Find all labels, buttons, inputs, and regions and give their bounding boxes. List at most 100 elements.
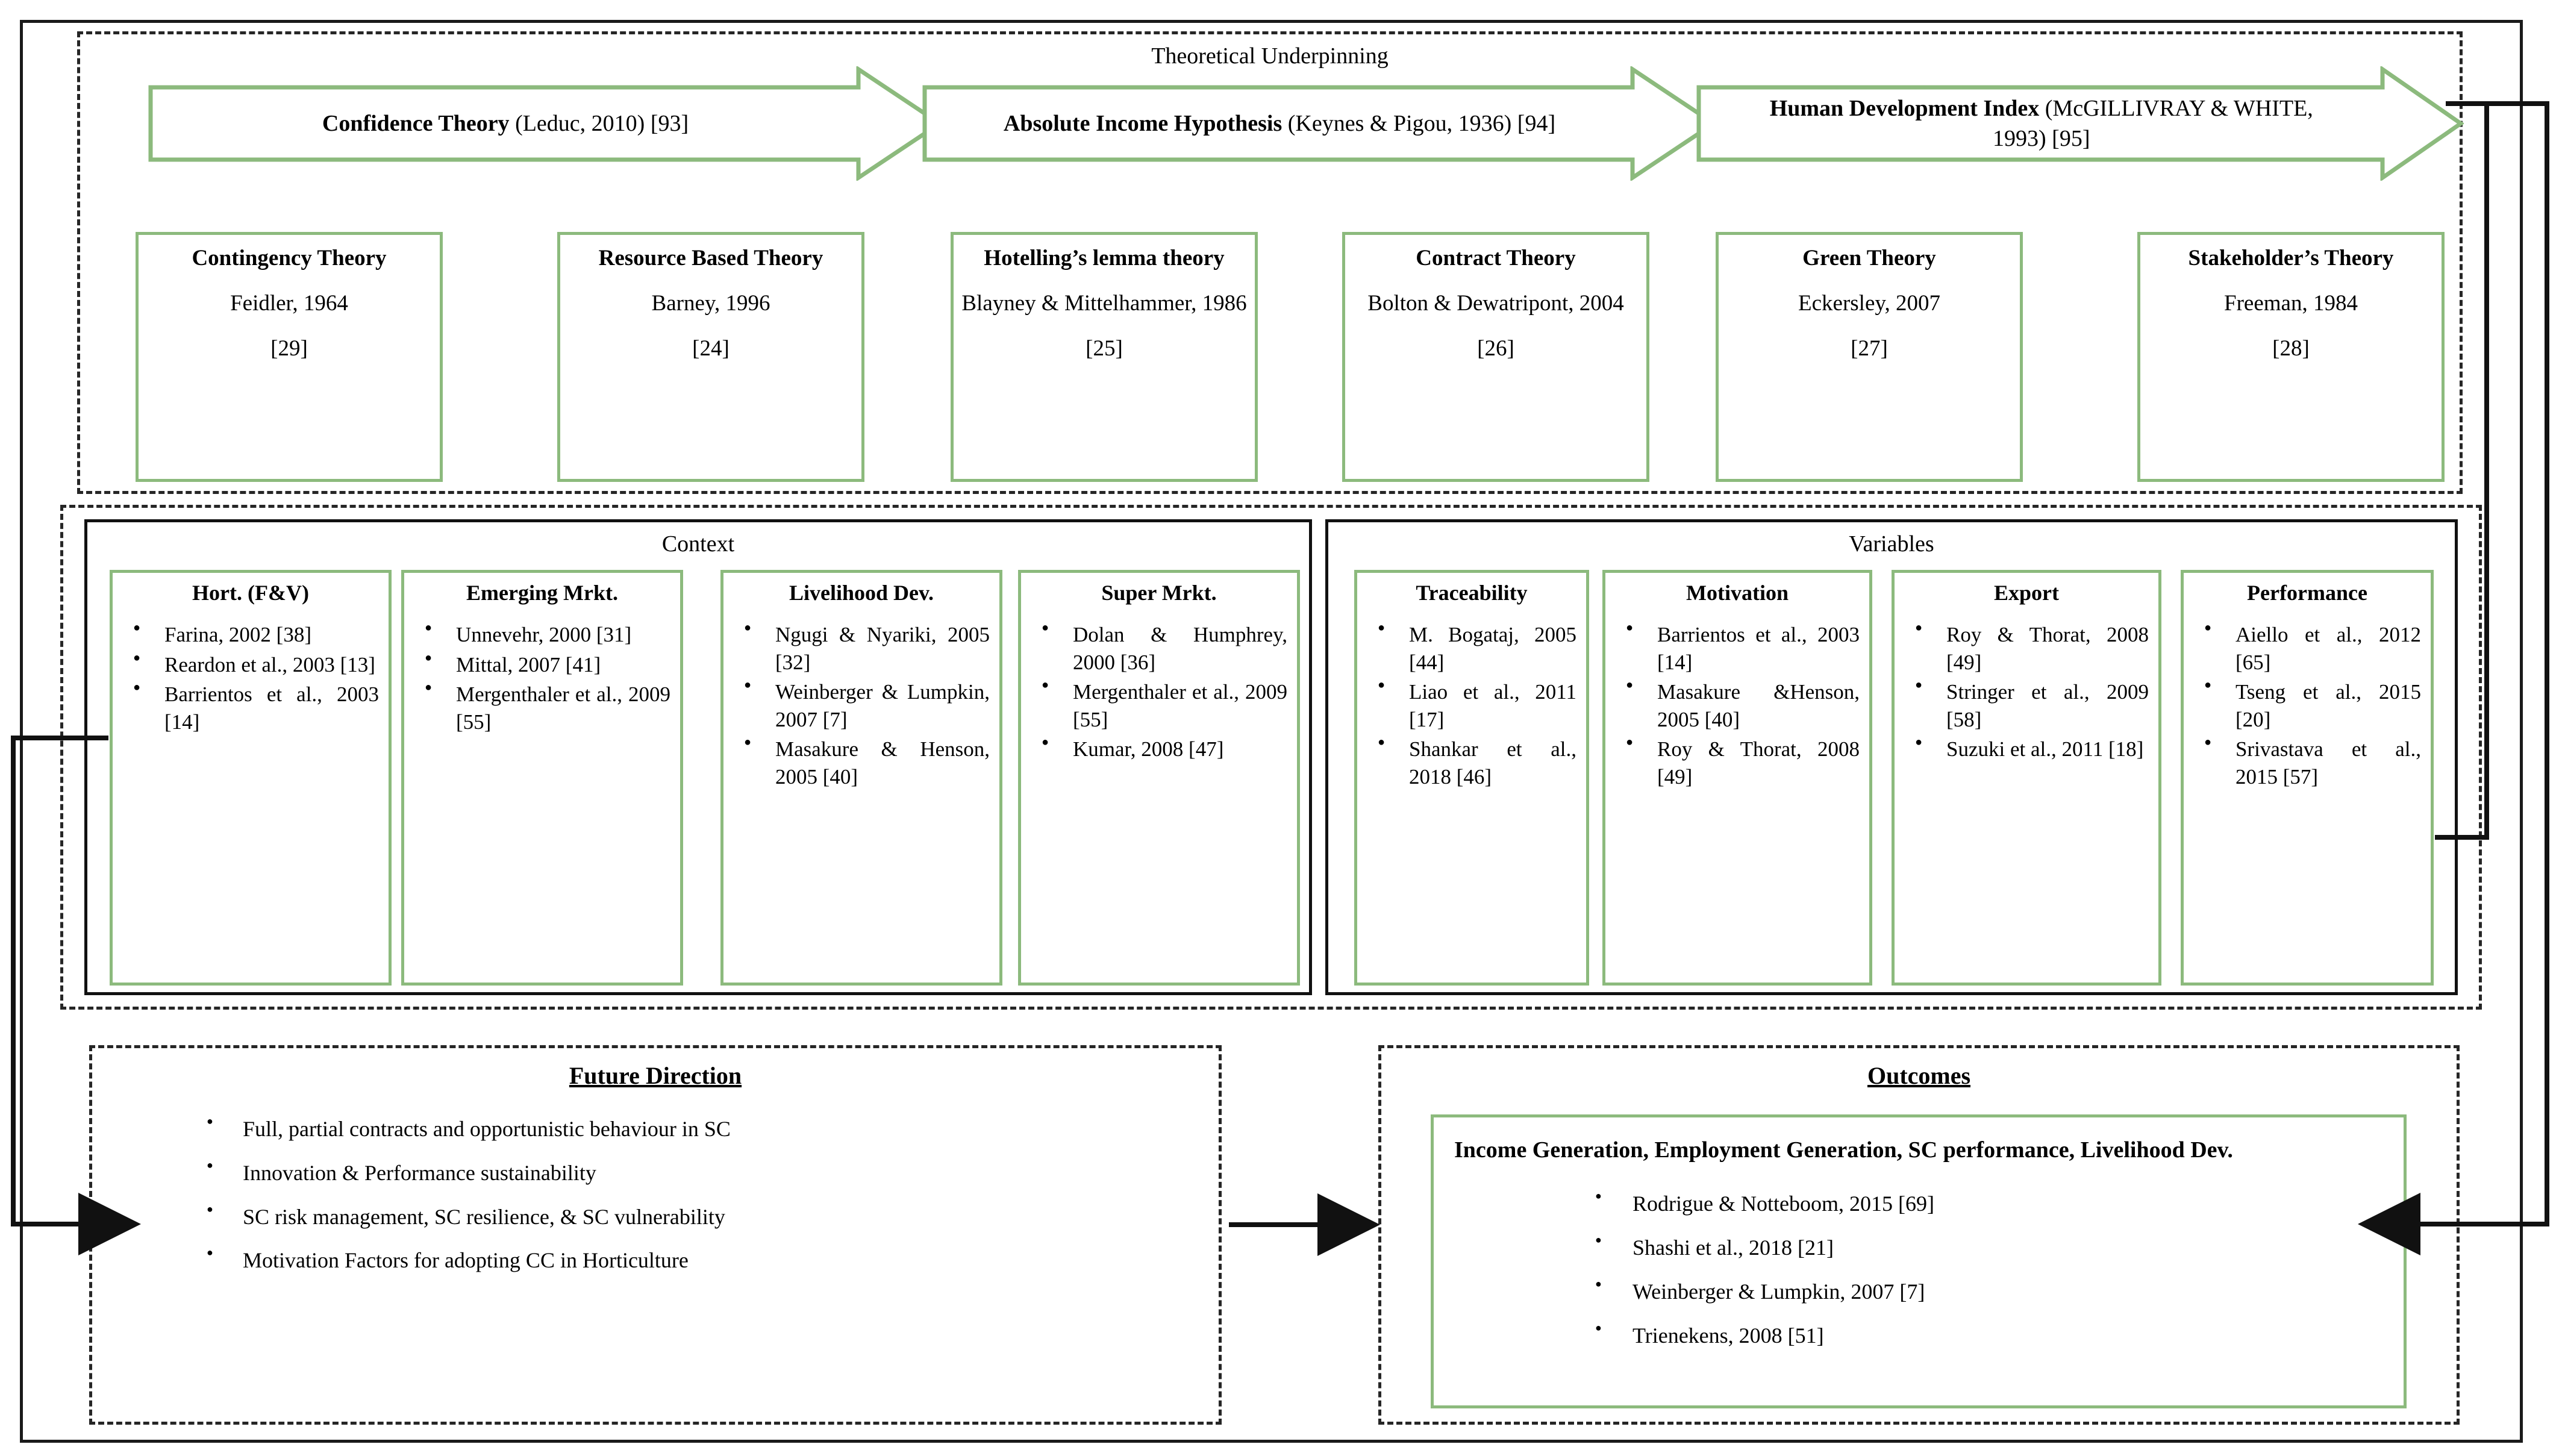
- future-direction-list: Full, partial contracts and opportunisti…: [92, 1114, 1219, 1275]
- list-item: Suzuki et al., 2011 [18]: [1915, 734, 2149, 763]
- theory-title: Resource Based Theory: [598, 246, 823, 270]
- list-item: Shankar et al., 2018 [46]: [1378, 734, 1576, 790]
- outcomes-card: Income Generation, Employment Generation…: [1431, 1114, 2407, 1408]
- chevron-label-bold: Absolute Income Hypothesis: [1003, 110, 1283, 136]
- list-item: M. Bogataj, 2005 [44]: [1378, 620, 1576, 676]
- theory-card-body: Contingency Theory Feidler, 1964 [29]: [139, 235, 440, 364]
- theory-author: Feidler, 1964: [230, 291, 348, 316]
- chevron-label-rest: (Keynes & Pigou, 1936) [94]: [1282, 110, 1556, 136]
- list-item: Rodrigue & Notteboom, 2015 [69]: [1595, 1189, 2385, 1218]
- chevron-label-bold: Confidence Theory: [322, 110, 510, 136]
- list-item: Innovation & Performance sustainability: [207, 1158, 1201, 1187]
- theory-ref: [24]: [692, 336, 730, 361]
- theory-card-body: Green Theory Eckersley, 2007 [27]: [1719, 235, 2020, 364]
- list-item: Farina, 2002 [38]: [133, 620, 379, 649]
- theory-card-contingency: Contingency Theory Feidler, 1964 [29]: [136, 232, 443, 482]
- theory-ref: [29]: [270, 336, 308, 361]
- context-column-emerging-market: Emerging Mrkt. Unnevehr, 2000 [31] Mitta…: [401, 570, 683, 986]
- column-list: Ngugi & Nyariki, 2005 [32] Weinberger & …: [723, 620, 999, 790]
- chevron-absolute-income-hypothesis: Absolute Income Hypothesis (Keynes & Pig…: [922, 66, 1717, 181]
- theory-author: Freeman, 1984: [2224, 291, 2358, 316]
- theory-ref: [25]: [1086, 336, 1123, 361]
- theory-card-hotellings-lemma: Hotelling’s lemma theory Blayney & Mitte…: [951, 232, 1258, 482]
- context-column-horticulture: Hort. (F&V) Farina, 2002 [38] Reardon et…: [110, 570, 392, 986]
- column-list: Aiello et al., 2012 [65] Tseng et al., 2…: [2184, 620, 2431, 790]
- chevron-label: Human Development Index (McGILLIVRAY & W…: [1742, 93, 2342, 154]
- list-item: Srivastava et al., 2015 [57]: [2204, 734, 2421, 790]
- chevron-label-bold: Human Development Index: [1769, 95, 2040, 121]
- column-list: Farina, 2002 [38] Reardon et al., 2003 […: [113, 620, 389, 736]
- theory-author: Barney, 1996: [651, 291, 770, 316]
- theory-author: Bolton & Dewatripont, 2004: [1367, 291, 1624, 316]
- column-list: Roy & Thorat, 2008 [49] Stringer et al.,…: [1895, 620, 2158, 763]
- theory-ref: [26]: [1477, 336, 1514, 361]
- list-item: Kumar, 2008 [47]: [1042, 734, 1287, 763]
- chevron-label: Absolute Income Hypothesis (Keynes & Pig…: [969, 108, 1590, 139]
- variables-column-export: Export Roy & Thorat, 2008 [49] Stringer …: [1892, 570, 2161, 986]
- column-list: Unnevehr, 2000 [31] Mittal, 2007 [41] Me…: [404, 620, 680, 736]
- theory-title: Contract Theory: [1416, 246, 1576, 270]
- list-item: Motivation Factors for adopting CC in Ho…: [207, 1246, 1201, 1275]
- list-item: Barrientos et al., 2003 [14]: [1626, 620, 1860, 676]
- list-item: Masakure &Henson, 2005 [40]: [1626, 677, 1860, 733]
- theory-ref: [28]: [2272, 336, 2310, 361]
- theory-card-resource-based: Resource Based Theory Barney, 1996 [24]: [557, 232, 864, 482]
- list-item: Reardon et al., 2003 [13]: [133, 650, 379, 679]
- theory-title: Stakeholder’s Theory: [2188, 246, 2394, 270]
- outcomes-list: Rodrigue & Notteboom, 2015 [69] Shashi e…: [1434, 1189, 2404, 1350]
- column-list: Barrientos et al., 2003 [14] Masakure &H…: [1605, 620, 1869, 790]
- column-header: Super Mrkt.: [1101, 581, 1217, 605]
- column-header: Traceability: [1416, 581, 1528, 605]
- list-item: Ngugi & Nyariki, 2005 [32]: [744, 620, 990, 676]
- theoretical-underpinning-title: Theoretical Underpinning: [1151, 43, 1389, 69]
- list-item: Mergenthaler et al., 2009 [55]: [425, 680, 670, 736]
- list-item: Weinberger & Lumpkin, 2007 [7]: [744, 677, 990, 733]
- variables-column-traceability: Traceability M. Bogataj, 2005 [44] Liao …: [1354, 570, 1589, 986]
- future-direction-title: Future Direction: [569, 1062, 742, 1089]
- column-list: Dolan & Humphrey, 2000 [36] Mergenthaler…: [1021, 620, 1297, 763]
- outcomes-lead: Income Generation, Employment Generation…: [1454, 1137, 2233, 1163]
- list-item: Roy & Thorat, 2008 [49]: [1915, 620, 2149, 676]
- list-item: Roy & Thorat, 2008 [49]: [1626, 734, 1860, 790]
- theory-card-body: Stakeholder’s Theory Freeman, 1984 [28]: [2140, 235, 2442, 364]
- theory-card-body: Hotelling’s lemma theory Blayney & Mitte…: [954, 235, 1255, 364]
- column-header: Performance: [2247, 581, 2367, 605]
- list-item: Masakure & Henson, 2005 [40]: [744, 734, 990, 790]
- column-header: Export: [1994, 581, 2059, 605]
- list-item: Aiello et al., 2012 [65]: [2204, 620, 2421, 676]
- theory-card-contract: Contract Theory Bolton & Dewatripont, 20…: [1342, 232, 1649, 482]
- list-item: Full, partial contracts and opportunisti…: [207, 1114, 1201, 1143]
- list-item: Stringer et al., 2009 [58]: [1915, 677, 2149, 733]
- list-item: Unnevehr, 2000 [31]: [425, 620, 670, 649]
- context-column-livelihood-dev: Livelihood Dev. Ngugi & Nyariki, 2005 [3…: [720, 570, 1002, 986]
- chevron-human-development-index: Human Development Index (McGILLIVRAY & W…: [1696, 66, 2464, 181]
- column-list: M. Bogataj, 2005 [44] Liao et al., 2011 …: [1357, 620, 1586, 790]
- list-item: Barrientos et al., 2003 [14]: [133, 680, 379, 736]
- chevron-shape: [922, 66, 1717, 181]
- list-item: Shashi et al., 2018 [21]: [1595, 1233, 2385, 1262]
- chevron-label-rest: (McGILLIVRAY & WHITE, 1993) [95]: [1993, 95, 2313, 151]
- theory-card-body: Resource Based Theory Barney, 1996 [24]: [560, 235, 861, 364]
- list-item: Mergenthaler et al., 2009 [55]: [1042, 677, 1287, 733]
- context-title: Context: [661, 531, 735, 557]
- context-column-super-market: Super Mrkt. Dolan & Humphrey, 2000 [36] …: [1018, 570, 1300, 986]
- list-item: Mittal, 2007 [41]: [425, 650, 670, 679]
- theory-title: Contingency Theory: [192, 246, 387, 270]
- theory-card-body: Contract Theory Bolton & Dewatripont, 20…: [1345, 235, 1646, 364]
- theory-title: Green Theory: [1802, 246, 1936, 270]
- variables-column-motivation: Motivation Barrientos et al., 2003 [14] …: [1602, 570, 1872, 986]
- list-item: Liao et al., 2011 [17]: [1378, 677, 1576, 733]
- list-item: Trienekens, 2008 [51]: [1595, 1321, 2385, 1350]
- list-item: Tseng et al., 2015 [20]: [2204, 677, 2421, 733]
- list-item: SC risk management, SC resilience, & SC …: [207, 1202, 1201, 1231]
- column-header: Livelihood Dev.: [789, 581, 934, 605]
- theory-ref: [27]: [1851, 336, 1888, 361]
- list-item: Dolan & Humphrey, 2000 [36]: [1042, 620, 1287, 676]
- theory-author: Blayney & Mittelhammer, 1986: [961, 291, 1247, 316]
- theory-title: Hotelling’s lemma theory: [984, 246, 1225, 270]
- chevron-label: Confidence Theory (Leduc, 2010) [93]: [195, 108, 816, 139]
- chevron-shape: [148, 66, 943, 181]
- future-direction-panel: Future Direction Full, partial contracts…: [89, 1045, 1222, 1425]
- theory-author: Eckersley, 2007: [1798, 291, 1940, 316]
